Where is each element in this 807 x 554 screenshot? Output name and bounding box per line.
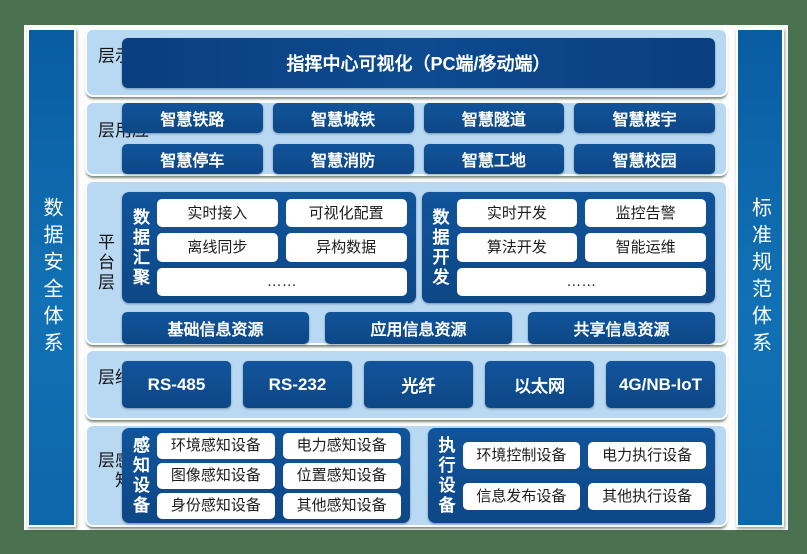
group-data-development: 数据开发 实时开发 监控告警 算法开发 智能运维 …… bbox=[421, 192, 715, 303]
device-box: 其他执行设备 bbox=[588, 482, 706, 510]
device-box: 环境控制设备 bbox=[462, 441, 581, 469]
group-data-development-boxes: 实时开发 监控告警 算法开发 智能运维 …… bbox=[456, 199, 706, 296]
layer-perception-content: 感知设备 环境感知设备 电力感知设备 图像感知设备 位置感知设备 身份感知设备 … bbox=[122, 426, 715, 525]
app-box: 智慧城铁 bbox=[272, 103, 414, 133]
application-row: 智慧停车 智慧消防 智慧工地 智慧校园 bbox=[122, 144, 715, 174]
group-sensing-devices: 感知设备 环境感知设备 电力感知设备 图像感知设备 位置感知设备 身份感知设备 … bbox=[122, 428, 410, 523]
device-box: 图像感知设备 bbox=[157, 462, 275, 489]
pillar-data-security: 数据安全体系 bbox=[27, 28, 76, 527]
app-box: 智慧消防 bbox=[272, 144, 414, 174]
device-box: 信息发布设备 bbox=[462, 482, 581, 510]
group-execution-devices: 执行设备 环境控制设备 电力执行设备 信息发布设备 其他执行设备 bbox=[427, 428, 715, 523]
app-box: 智慧隧道 bbox=[423, 103, 565, 133]
device-box: 位置感知设备 bbox=[282, 462, 401, 489]
device-box: 其他感知设备 bbox=[282, 492, 401, 519]
application-row: 智慧铁路 智慧城铁 智慧隧道 智慧楼宇 bbox=[122, 103, 715, 133]
capability-box: 实时接入 bbox=[157, 199, 278, 228]
layer-platform-content: 数据汇聚 实时接入 可视化配置 离线同步 异构数据 …… 数据开发 实时开发 监… bbox=[122, 182, 715, 344]
app-box: 智慧楼宇 bbox=[574, 103, 715, 133]
device-box: 电力执行设备 bbox=[588, 441, 706, 469]
group-data-development-label: 数据开发 bbox=[429, 207, 449, 288]
pillar-standards-label: 标准规范体系 bbox=[748, 196, 771, 359]
group-data-aggregation-boxes: 实时接入 可视化配置 离线同步 异构数据 …… bbox=[157, 199, 407, 296]
layer-display: 展示层 指挥中心可视化（PC端/移动端） bbox=[85, 28, 728, 97]
capability-box: 实时开发 bbox=[456, 199, 578, 228]
app-box: 智慧工地 bbox=[423, 144, 565, 174]
group-data-aggregation-label: 数据汇聚 bbox=[130, 207, 149, 288]
network-box: RS-232 bbox=[243, 361, 352, 408]
group-execution-devices-boxes: 环境控制设备 电力执行设备 信息发布设备 其他执行设备 bbox=[462, 435, 706, 516]
layer-network: 网络层 RS-485 RS-232 光纤 以太网 4G/NB-IoT bbox=[85, 349, 728, 420]
capability-more-box: …… bbox=[456, 267, 706, 296]
diagram-canvas: 数据安全体系 标准规范体系 展示层 指挥中心可视化（PC端/移动端） 应用层 智… bbox=[24, 25, 788, 530]
app-box: 智慧停车 bbox=[122, 144, 263, 174]
app-box: 智慧铁路 bbox=[122, 103, 263, 133]
resource-row: 基础信息资源 应用信息资源 共享信息资源 bbox=[122, 312, 715, 344]
layer-application-content: 智慧铁路 智慧城铁 智慧隧道 智慧楼宇 智慧停车 智慧消防 智慧工地 智慧校园 bbox=[122, 103, 715, 174]
group-sensing-devices-boxes: 环境感知设备 电力感知设备 图像感知设备 位置感知设备 身份感知设备 其他感知设… bbox=[157, 432, 401, 519]
resource-box: 基础信息资源 bbox=[122, 312, 309, 344]
capability-more-box: …… bbox=[157, 267, 407, 296]
pillar-standards: 标准规范体系 bbox=[736, 28, 784, 527]
network-box: 以太网 bbox=[485, 361, 594, 408]
resource-box: 应用信息资源 bbox=[325, 312, 512, 344]
capability-box: 可视化配置 bbox=[285, 199, 407, 228]
layer-platform-label: 平台层 bbox=[95, 232, 114, 293]
pillar-data-security-label: 数据安全体系 bbox=[40, 196, 62, 359]
network-box: RS-485 bbox=[122, 361, 231, 408]
device-box: 环境感知设备 bbox=[157, 432, 275, 459]
layer-platform: 平台层 数据汇聚 实时接入 可视化配置 离线同步 异构数据 …… 数据开发 bbox=[85, 180, 728, 345]
layer-perception: 感知层 感知设备 环境感知设备 电力感知设备 图像感知设备 位置感知设备 身份感… bbox=[85, 424, 728, 527]
capability-box: 监控告警 bbox=[585, 199, 706, 228]
network-box: 4G/NB-IoT bbox=[606, 361, 715, 408]
layer-network-content: RS-485 RS-232 光纤 以太网 4G/NB-IoT bbox=[122, 351, 715, 418]
group-data-aggregation: 数据汇聚 实时接入 可视化配置 离线同步 异构数据 …… bbox=[122, 192, 416, 303]
capability-box: 离线同步 bbox=[157, 233, 278, 262]
group-sensing-devices-label: 感知设备 bbox=[130, 435, 149, 516]
capability-box: 智能运维 bbox=[585, 233, 706, 262]
resource-box: 共享信息资源 bbox=[528, 312, 715, 344]
device-box: 电力感知设备 bbox=[282, 432, 401, 459]
app-box: 智慧校园 bbox=[574, 144, 715, 174]
group-execution-devices-label: 执行设备 bbox=[435, 435, 455, 516]
device-box: 身份感知设备 bbox=[157, 492, 275, 519]
capability-box: 算法开发 bbox=[456, 233, 578, 262]
network-box: 光纤 bbox=[364, 361, 473, 408]
capability-box: 异构数据 bbox=[285, 233, 407, 262]
command-center-title-box: 指挥中心可视化（PC端/移动端） bbox=[122, 37, 715, 88]
layer-display-content: 指挥中心可视化（PC端/移动端） bbox=[122, 30, 715, 95]
layer-application: 应用层 智慧铁路 智慧城铁 智慧隧道 智慧楼宇 智慧停车 智慧消防 智慧工地 智… bbox=[85, 101, 728, 176]
